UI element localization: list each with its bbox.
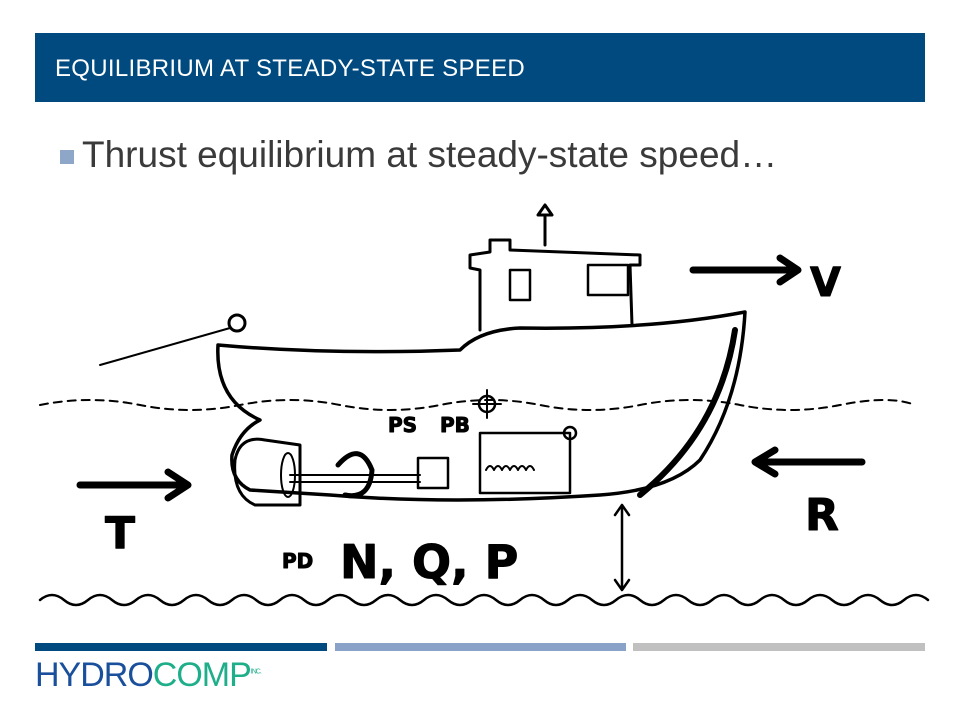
label-nqp: N, Q, P — [340, 535, 518, 589]
hydrocomp-logo: HYDROCOMPINC. — [35, 656, 262, 694]
label-t: T — [105, 508, 135, 559]
label-pd: PD — [282, 549, 313, 573]
bullet-text: Thrust equilibrium at steady-state speed… — [82, 134, 778, 175]
label-ps: PS — [388, 413, 417, 437]
label-v: V — [810, 260, 841, 306]
slide-title: EQUILIBRIUM AT STEADY-STATE SPEED — [55, 55, 526, 82]
footer-bar-3 — [633, 643, 925, 651]
seabed — [38, 593, 930, 607]
thrust-arrow — [76, 468, 192, 502]
hull — [216, 310, 747, 502]
footer-bar-1 — [35, 643, 327, 651]
bullet-icon — [60, 150, 74, 164]
velocity-arrow — [689, 254, 802, 286]
waterline — [39, 399, 916, 411]
footer-bar-2 — [335, 643, 626, 651]
resistance-arrow — [751, 446, 866, 478]
wheelhouse — [468, 238, 642, 332]
label-pb: PB — [440, 413, 470, 437]
slide-header: EQUILIBRIUM AT STEADY-STATE SPEED — [35, 33, 925, 102]
label-r: R — [805, 490, 839, 541]
propeller-nozzle — [233, 437, 302, 507]
